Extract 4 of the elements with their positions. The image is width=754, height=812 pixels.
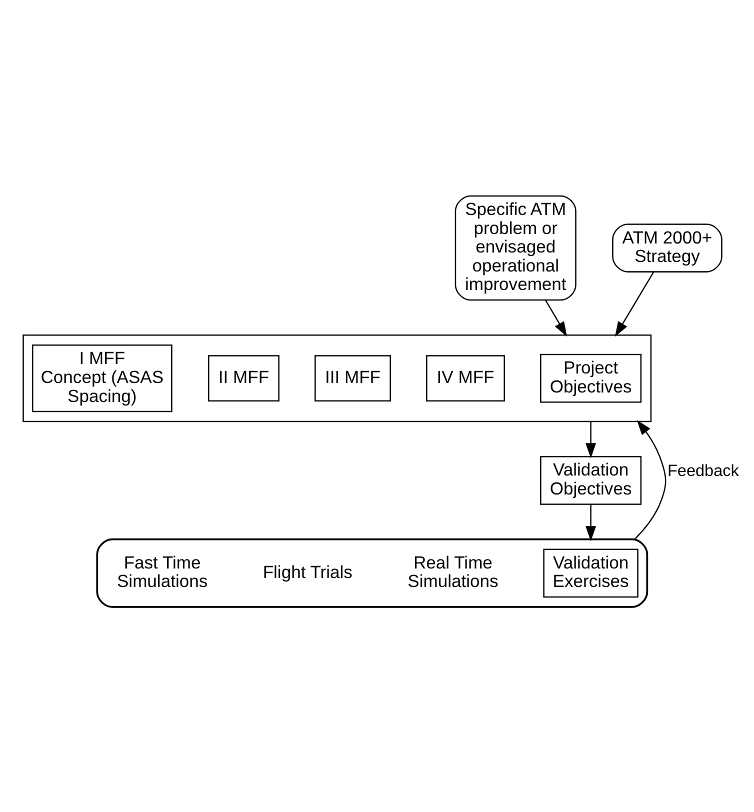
label: Fast Time Simulations (116, 552, 208, 591)
label: Flight Trials (262, 561, 352, 582)
label: Real Time Simulations (408, 552, 498, 591)
edge-label: Feedback (667, 462, 739, 480)
